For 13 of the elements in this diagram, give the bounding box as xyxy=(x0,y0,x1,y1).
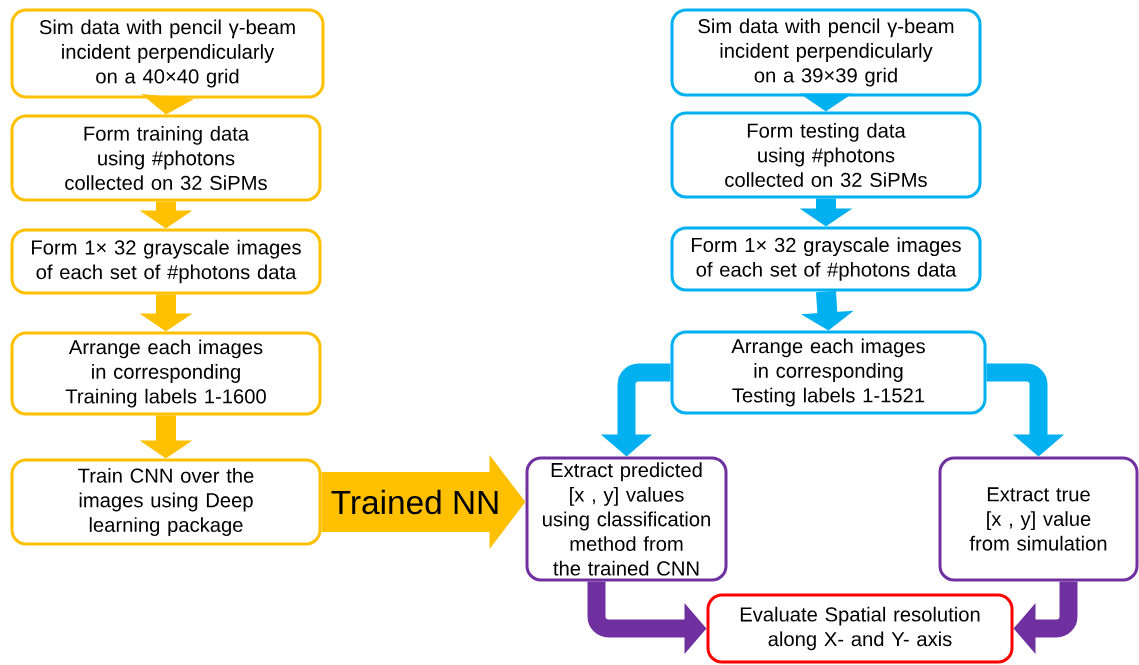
process-box: Arrange each images in corresponding Testing labels 1-1521 xyxy=(670,330,987,415)
process-box: Sim data with pencil γ-beam incident perpendicularly on a 39×39 grid xyxy=(670,8,982,97)
process-box: Sim data with pencil γ-beam incident perpendicularly on a 40×40 grid xyxy=(10,8,325,99)
edge-label: Trained NN xyxy=(329,487,502,516)
process-box: Train CNN over the images using Deep learning package xyxy=(10,458,322,546)
process-box: Form testing data using #photons collected on 32 SiPMs xyxy=(670,111,982,199)
process-box: Arrange each images in corresponding Training labels 1-1600 xyxy=(10,331,322,416)
process-box: Form 1× 32 grayscale images of each set of #photons data xyxy=(670,226,982,292)
process-box: Form training data using #photons collected on 32 SiPMs xyxy=(10,114,322,202)
process-box: Form 1× 32 grayscale images of each set of #photons data xyxy=(10,228,322,295)
process-box: Evaluate Spatial resolution along X- and Y- axis xyxy=(706,593,1014,664)
process-box: Extract predicted [x , y] values using classification method from the trained CNN xyxy=(525,456,728,582)
process-box: Extract true [x , y] value from simulation xyxy=(938,456,1139,582)
